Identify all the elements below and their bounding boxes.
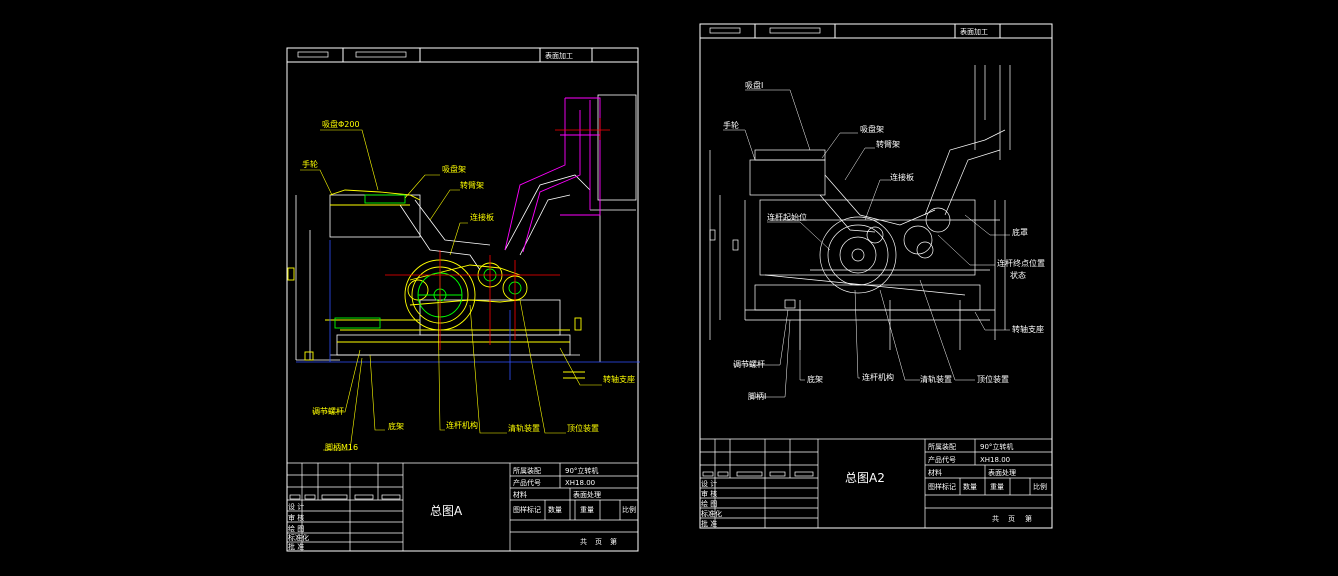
sheet-a-header-label: 表面加工 bbox=[545, 51, 573, 60]
sheet-b-weight-label: 重量 bbox=[990, 483, 1004, 491]
sheet-b-row-review: 审 核 bbox=[701, 489, 717, 498]
b-label-link-start: 连杆起始位 bbox=[767, 212, 807, 222]
sheet-b-drawing-title: 总图A2 bbox=[845, 471, 885, 485]
sheet-a-material-label: 材料 bbox=[513, 490, 527, 499]
sheet-b-machine bbox=[709, 65, 1011, 350]
sheet-b-ratio-label: 比例 bbox=[1033, 482, 1047, 491]
sheet-a-magenta-parts bbox=[504, 97, 601, 253]
sheet-b-qty-label: 数量 bbox=[963, 482, 977, 491]
label-handwheel: 手轮 bbox=[302, 159, 318, 169]
sheet-a-weight-label: 重量 bbox=[580, 506, 594, 514]
label-rotary-support: 转轴支座 bbox=[603, 374, 635, 384]
sheet-b-header-label: 表面加工 bbox=[960, 27, 988, 36]
sheet-b-mark-label: 图样标记 bbox=[928, 482, 956, 491]
b-label-link-plate: 连接板 bbox=[890, 172, 914, 182]
sheet-a-total-label: 共 bbox=[580, 537, 587, 546]
b-label-link-end: 连杆终点位置 bbox=[997, 258, 1045, 268]
b-label-rotary-support: 转轴支座 bbox=[1012, 324, 1044, 334]
b-label-suction: 吸盘Ⅰ bbox=[745, 80, 763, 90]
sheet-b-row-standard: 标准化 bbox=[701, 509, 722, 518]
sheet-a-border bbox=[286, 47, 639, 552]
b-label-handwheel: 手轮 bbox=[723, 120, 739, 130]
b-label-state: 状态 bbox=[1010, 270, 1026, 280]
b-label-cup-holder: 吸盘架 bbox=[860, 124, 884, 134]
sheet-b-row-approve: 批 准 bbox=[701, 519, 717, 528]
sheet-a-page-label: 页 bbox=[595, 538, 602, 546]
label-suction-cup: 吸盘Φ200 bbox=[322, 119, 360, 129]
sheet-b-page-label: 页 bbox=[1008, 515, 1015, 523]
sheet-b-product-code-value: XH18.00 bbox=[980, 456, 1010, 464]
label-rotary-arm: 转臂架 bbox=[460, 180, 484, 190]
sheet-a-surface-label: 表面处理 bbox=[573, 490, 601, 499]
sheet-a-mark-label: 图样标记 bbox=[513, 505, 541, 514]
sheet-a-row-approve: 批 准 bbox=[288, 542, 304, 551]
sheet-b-border bbox=[699, 23, 1053, 529]
label-adjust-screw: 调节螺杆 bbox=[312, 406, 344, 416]
b-label-top-device: 顶位装置 bbox=[977, 374, 1009, 384]
label-link-mechanism: 连杆机构 bbox=[446, 420, 478, 430]
sheet-a-assembly-value: 90°立转机 bbox=[565, 466, 598, 475]
sheet-b-surface-label: 表面处理 bbox=[988, 468, 1016, 477]
sheet-a-drawing-title: 总图A bbox=[430, 504, 463, 518]
b-label-rotary-arm: 转臂架 bbox=[876, 139, 900, 149]
b-label-base-frame: 底架 bbox=[807, 374, 823, 384]
label-base-frame: 底架 bbox=[388, 421, 404, 431]
b-label-cover: 底罩 bbox=[1012, 227, 1028, 237]
sheet-b-row-draw: 绘 图 bbox=[701, 499, 717, 508]
b-label-adjust-screw: 调节螺杆 bbox=[733, 359, 765, 369]
label-bearing-device: 清轨装置 bbox=[508, 423, 540, 433]
sheet-b-assembly-value: 90°立转机 bbox=[980, 442, 1013, 451]
sheet-a-blue-lines bbox=[296, 240, 640, 380]
b-label-link-mechanism: 连杆机构 bbox=[862, 372, 894, 382]
sheet-a-product-code-label: 产品代号 bbox=[513, 478, 541, 487]
label-link-plate: 连接板 bbox=[470, 212, 494, 222]
sheet-b-total-label: 共 bbox=[992, 514, 999, 523]
sheet-a-row-draw: 绘 图 bbox=[288, 524, 304, 533]
sheet-b-row-design: 设 计 bbox=[701, 479, 717, 488]
sheet-b: 表面加工 bbox=[699, 23, 1053, 529]
sheet-a-product-code-value: XH18.00 bbox=[565, 479, 595, 487]
sheet-b-product-code-label: 产品代号 bbox=[928, 455, 956, 464]
sheet-a-row-review: 审 核 bbox=[288, 513, 304, 522]
sheet-b-material-label: 材料 bbox=[928, 468, 942, 477]
sheet-a-yellow-parts bbox=[287, 189, 585, 379]
sheet-a-sheet-label: 第 bbox=[610, 537, 617, 546]
b-label-foot: 脚柄Ⅰ bbox=[748, 391, 766, 401]
sheet-b-title-block bbox=[700, 438, 1052, 528]
sheet-b-sheet-label: 第 bbox=[1025, 514, 1032, 523]
sheet-b-assembly-label: 所属装配 bbox=[928, 442, 956, 451]
sheet-a-assembly-label: 所属装配 bbox=[513, 466, 541, 475]
sheet-a-row-design: 设 计 bbox=[288, 502, 304, 511]
sheet-a-red-parts bbox=[385, 118, 610, 350]
b-label-bearing-device: 清轨装置 bbox=[920, 374, 952, 384]
sheet-a: 表面加工 bbox=[286, 47, 640, 552]
sheet-a-row-standard: 标准化 bbox=[288, 533, 309, 542]
label-cup-holder: 吸盘架 bbox=[442, 164, 466, 174]
label-foot-bolt: 脚柄M16 bbox=[325, 442, 358, 452]
sheet-a-qty-label: 数量 bbox=[548, 505, 562, 514]
label-top-device: 顶位装置 bbox=[567, 423, 599, 433]
sheet-a-ratio-label: 比例 bbox=[622, 505, 636, 514]
sheet-a-title-block bbox=[287, 462, 638, 551]
